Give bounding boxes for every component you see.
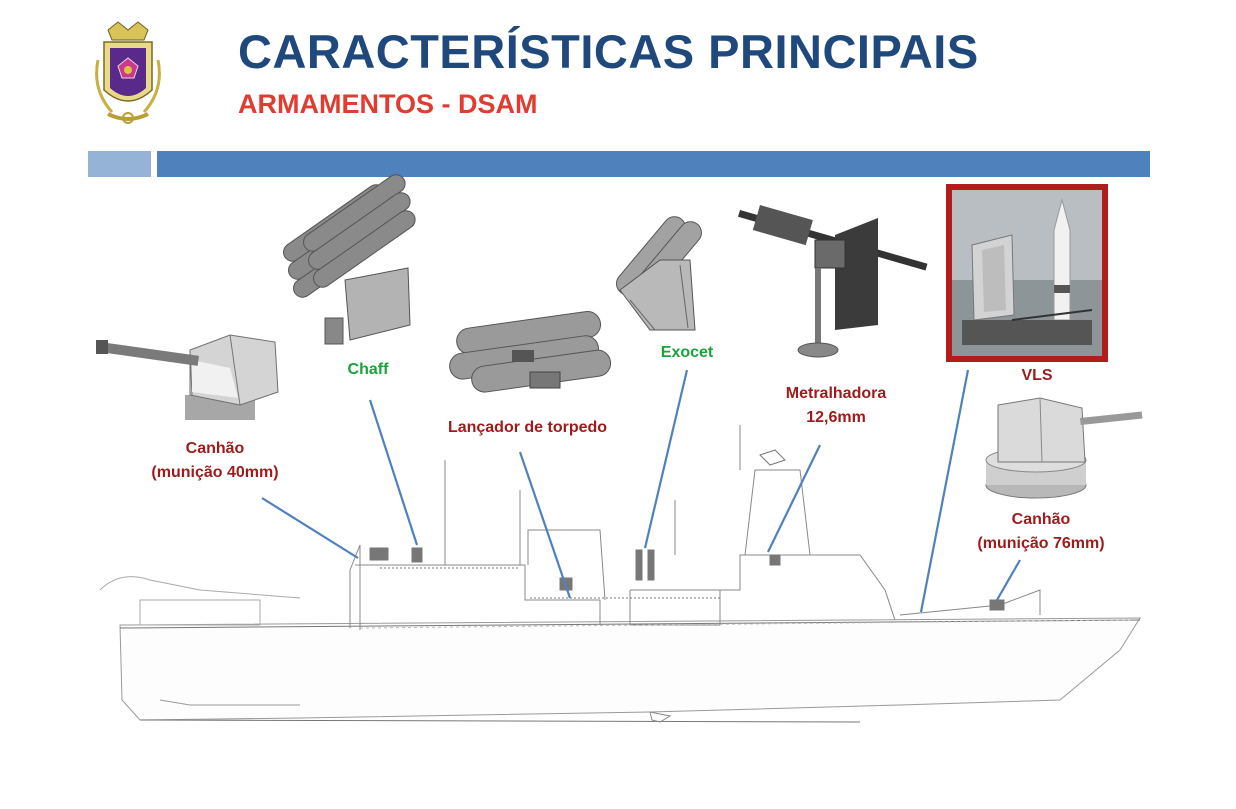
label-vls: VLS [1021, 367, 1053, 384]
chaff-launcher-icon [283, 174, 416, 345]
label-canhao-76mm-line1: Canhão [1011, 511, 1071, 528]
naval-emblem-icon [95, 21, 161, 124]
leader-lines [261, 369, 1021, 613]
label-exocet: Exocet [660, 344, 714, 361]
label-canhao-40mm: Canhão (munição 40mm) [140, 437, 290, 485]
header-bar-accent [88, 151, 151, 177]
page-subtitle: ARMAMENTOS - DSAM [238, 89, 538, 119]
page-title: CARACTERÍSTICAS PRINCIPAIS [238, 25, 979, 78]
label-canhao-40mm-line2: (munição 40mm) [151, 464, 279, 481]
label-lancador-torpedo: Lançador de torpedo [447, 419, 608, 436]
label-canhao-76mm-line2: (munição 76mm) [977, 535, 1105, 552]
label-metralhadora: Metralhadora 12,6mm [770, 382, 902, 430]
metralhadora-icon [738, 205, 928, 358]
vls-missile-photo [946, 184, 1108, 362]
header-bar [157, 151, 1150, 177]
exocet-launcher-icon [615, 216, 702, 331]
label-metralhadora-line2: 12,6mm [806, 409, 866, 426]
ship-profile-drawing [99, 425, 1141, 723]
label-canhao-40mm-line1: Canhão [185, 440, 245, 457]
canhao-76mm-icon [985, 397, 1143, 499]
label-chaff: Chaff [347, 361, 389, 378]
label-metralhadora-line1: Metralhadora [785, 385, 887, 402]
canhao-40mm-icon [96, 334, 279, 420]
torpedo-launcher-icon [449, 311, 612, 393]
label-canhao-76mm: Canhão (munição 76mm) [962, 508, 1120, 556]
